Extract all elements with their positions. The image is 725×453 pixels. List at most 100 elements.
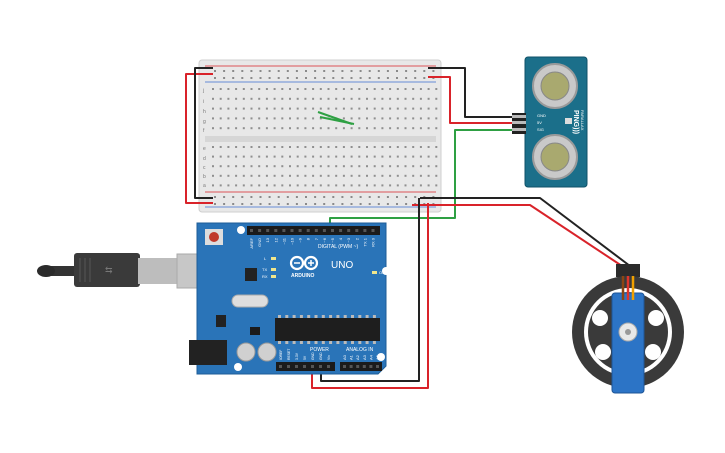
breadboard-hole — [250, 127, 253, 130]
breadboard-hole — [404, 88, 407, 90]
breadboard-hole — [227, 184, 230, 187]
breadboard-hole — [396, 70, 398, 72]
breadboard-hole — [323, 203, 326, 205]
breadboard-hole — [319, 174, 322, 177]
analog-pin-hole — [349, 365, 353, 368]
breadboard[interactable]: j i h g f e d c b a — [198, 59, 442, 213]
analog-pin-header[interactable] — [340, 362, 382, 371]
breadboard-hole — [319, 155, 322, 158]
reset-button[interactable] — [205, 229, 223, 245]
breadboard-hole — [350, 127, 353, 130]
wire-black-servo-gnd[interactable] — [420, 197, 631, 267]
breadboard-hole — [235, 97, 238, 100]
breadboard-hole — [359, 70, 362, 72]
usb-cable[interactable]: ⇆ — [37, 253, 178, 287]
breadboard-hole — [212, 155, 214, 158]
breadboard-hole — [214, 196, 216, 198]
chip-pin — [365, 315, 369, 318]
breadboard-hole — [259, 77, 262, 79]
breadboard-hole — [259, 203, 262, 205]
breadboard-hole — [327, 184, 330, 187]
arduino-uno-board[interactable]: ⇆ — [37, 222, 390, 375]
breadboard-hole — [314, 77, 317, 79]
breadboard-hole — [250, 203, 253, 205]
wire-red-servo-power[interactable] — [412, 204, 623, 267]
breadboard-hole — [273, 97, 276, 100]
breadboard-hole — [212, 127, 214, 130]
wire-red-rail-link[interactable] — [185, 73, 213, 204]
digital-pin-hole — [290, 229, 294, 232]
analog-header-label: ANALOG IN — [346, 347, 374, 353]
analog-pin-label: A3 — [362, 354, 367, 360]
breadboard-hole — [366, 155, 368, 158]
breadboard-hole — [341, 203, 344, 205]
breadboard-hole — [389, 165, 392, 168]
breadboard-hole — [396, 117, 399, 120]
digital-pin-header[interactable] — [247, 226, 380, 235]
wire-red-arduino-5v[interactable] — [311, 203, 429, 389]
digital-pin-hole — [250, 229, 253, 232]
breadboard-hole — [212, 88, 214, 90]
breadboard-hole — [396, 97, 399, 100]
breadboard-hole — [265, 165, 268, 168]
power-pin-header[interactable] — [276, 362, 335, 371]
breadboard-jumper-wire[interactable] — [317, 111, 355, 125]
breadboard-hole — [214, 203, 216, 205]
breadboard-hole — [314, 203, 317, 205]
breadboard-hole — [366, 117, 368, 120]
breadboard-hole — [381, 127, 384, 130]
digital-pin-label: 2 — [354, 237, 359, 240]
breadboard-hole — [366, 184, 368, 187]
breadboard-hole — [212, 97, 214, 100]
breadboard-hole — [273, 184, 276, 187]
row-letter: c — [203, 165, 206, 171]
digital-pin-hole — [258, 229, 262, 232]
breadboard-hole — [373, 127, 376, 130]
breadboard-hole — [281, 117, 284, 120]
digital-pin-hole — [314, 229, 318, 232]
chip-pin — [278, 341, 281, 344]
analog-pin-label: A1 — [349, 354, 354, 360]
breadboard-hole — [373, 146, 376, 148]
row-letter: i — [203, 99, 204, 105]
digital-pin-label: 12 — [273, 237, 278, 242]
breadboard-hole — [296, 165, 299, 168]
row-letter: f — [203, 128, 205, 134]
wire-black-rail-link[interactable] — [194, 67, 213, 199]
breadboard-hole — [273, 117, 276, 120]
chip-pin — [372, 341, 376, 344]
wire-black-sensor-gnd[interactable] — [428, 67, 512, 118]
arduino-model-label: UNO — [331, 260, 353, 271]
breadboard-hole — [250, 184, 253, 187]
breadboard-hole — [289, 117, 291, 120]
sensor-pin-sig-label: SIG — [537, 127, 544, 132]
servo-motor[interactable] — [572, 264, 684, 394]
breadboard-hole — [404, 155, 407, 158]
digital-pin-label: ~5 — [330, 237, 335, 242]
breadboard-hole — [342, 174, 345, 177]
digital-pin-label: TX 1 — [362, 237, 367, 246]
breadboard-hole — [295, 70, 298, 72]
wire-red-sensor-5v[interactable] — [428, 76, 512, 124]
breadboard-hole — [396, 107, 399, 110]
breadboard-hole — [427, 107, 430, 110]
power-pin-label: IOREF — [279, 350, 283, 360]
breadboard-hole — [212, 146, 214, 148]
breadboard-hole — [327, 146, 330, 148]
power-pin-label: GND — [311, 352, 315, 360]
breadboard-hole — [414, 77, 417, 79]
breadboard-hole — [258, 88, 261, 90]
breadboard-hole — [281, 184, 284, 187]
breadboard-hole — [368, 196, 371, 198]
breadboard-hole — [332, 70, 335, 72]
ultrasonic-sensor[interactable]: GND 5V SIG PING))) PARALLAX — [512, 56, 588, 188]
chip-pin — [292, 315, 296, 318]
digital-pin-label: ~9 — [298, 237, 303, 242]
analog-pin-hole — [362, 365, 366, 368]
breadboard-hole — [289, 165, 291, 168]
breadboard-hole — [432, 70, 435, 72]
breadboard-hole — [235, 127, 238, 130]
breadboard-hole — [359, 196, 362, 198]
breadboard-hole — [358, 155, 361, 158]
breadboard-hole — [386, 203, 389, 205]
